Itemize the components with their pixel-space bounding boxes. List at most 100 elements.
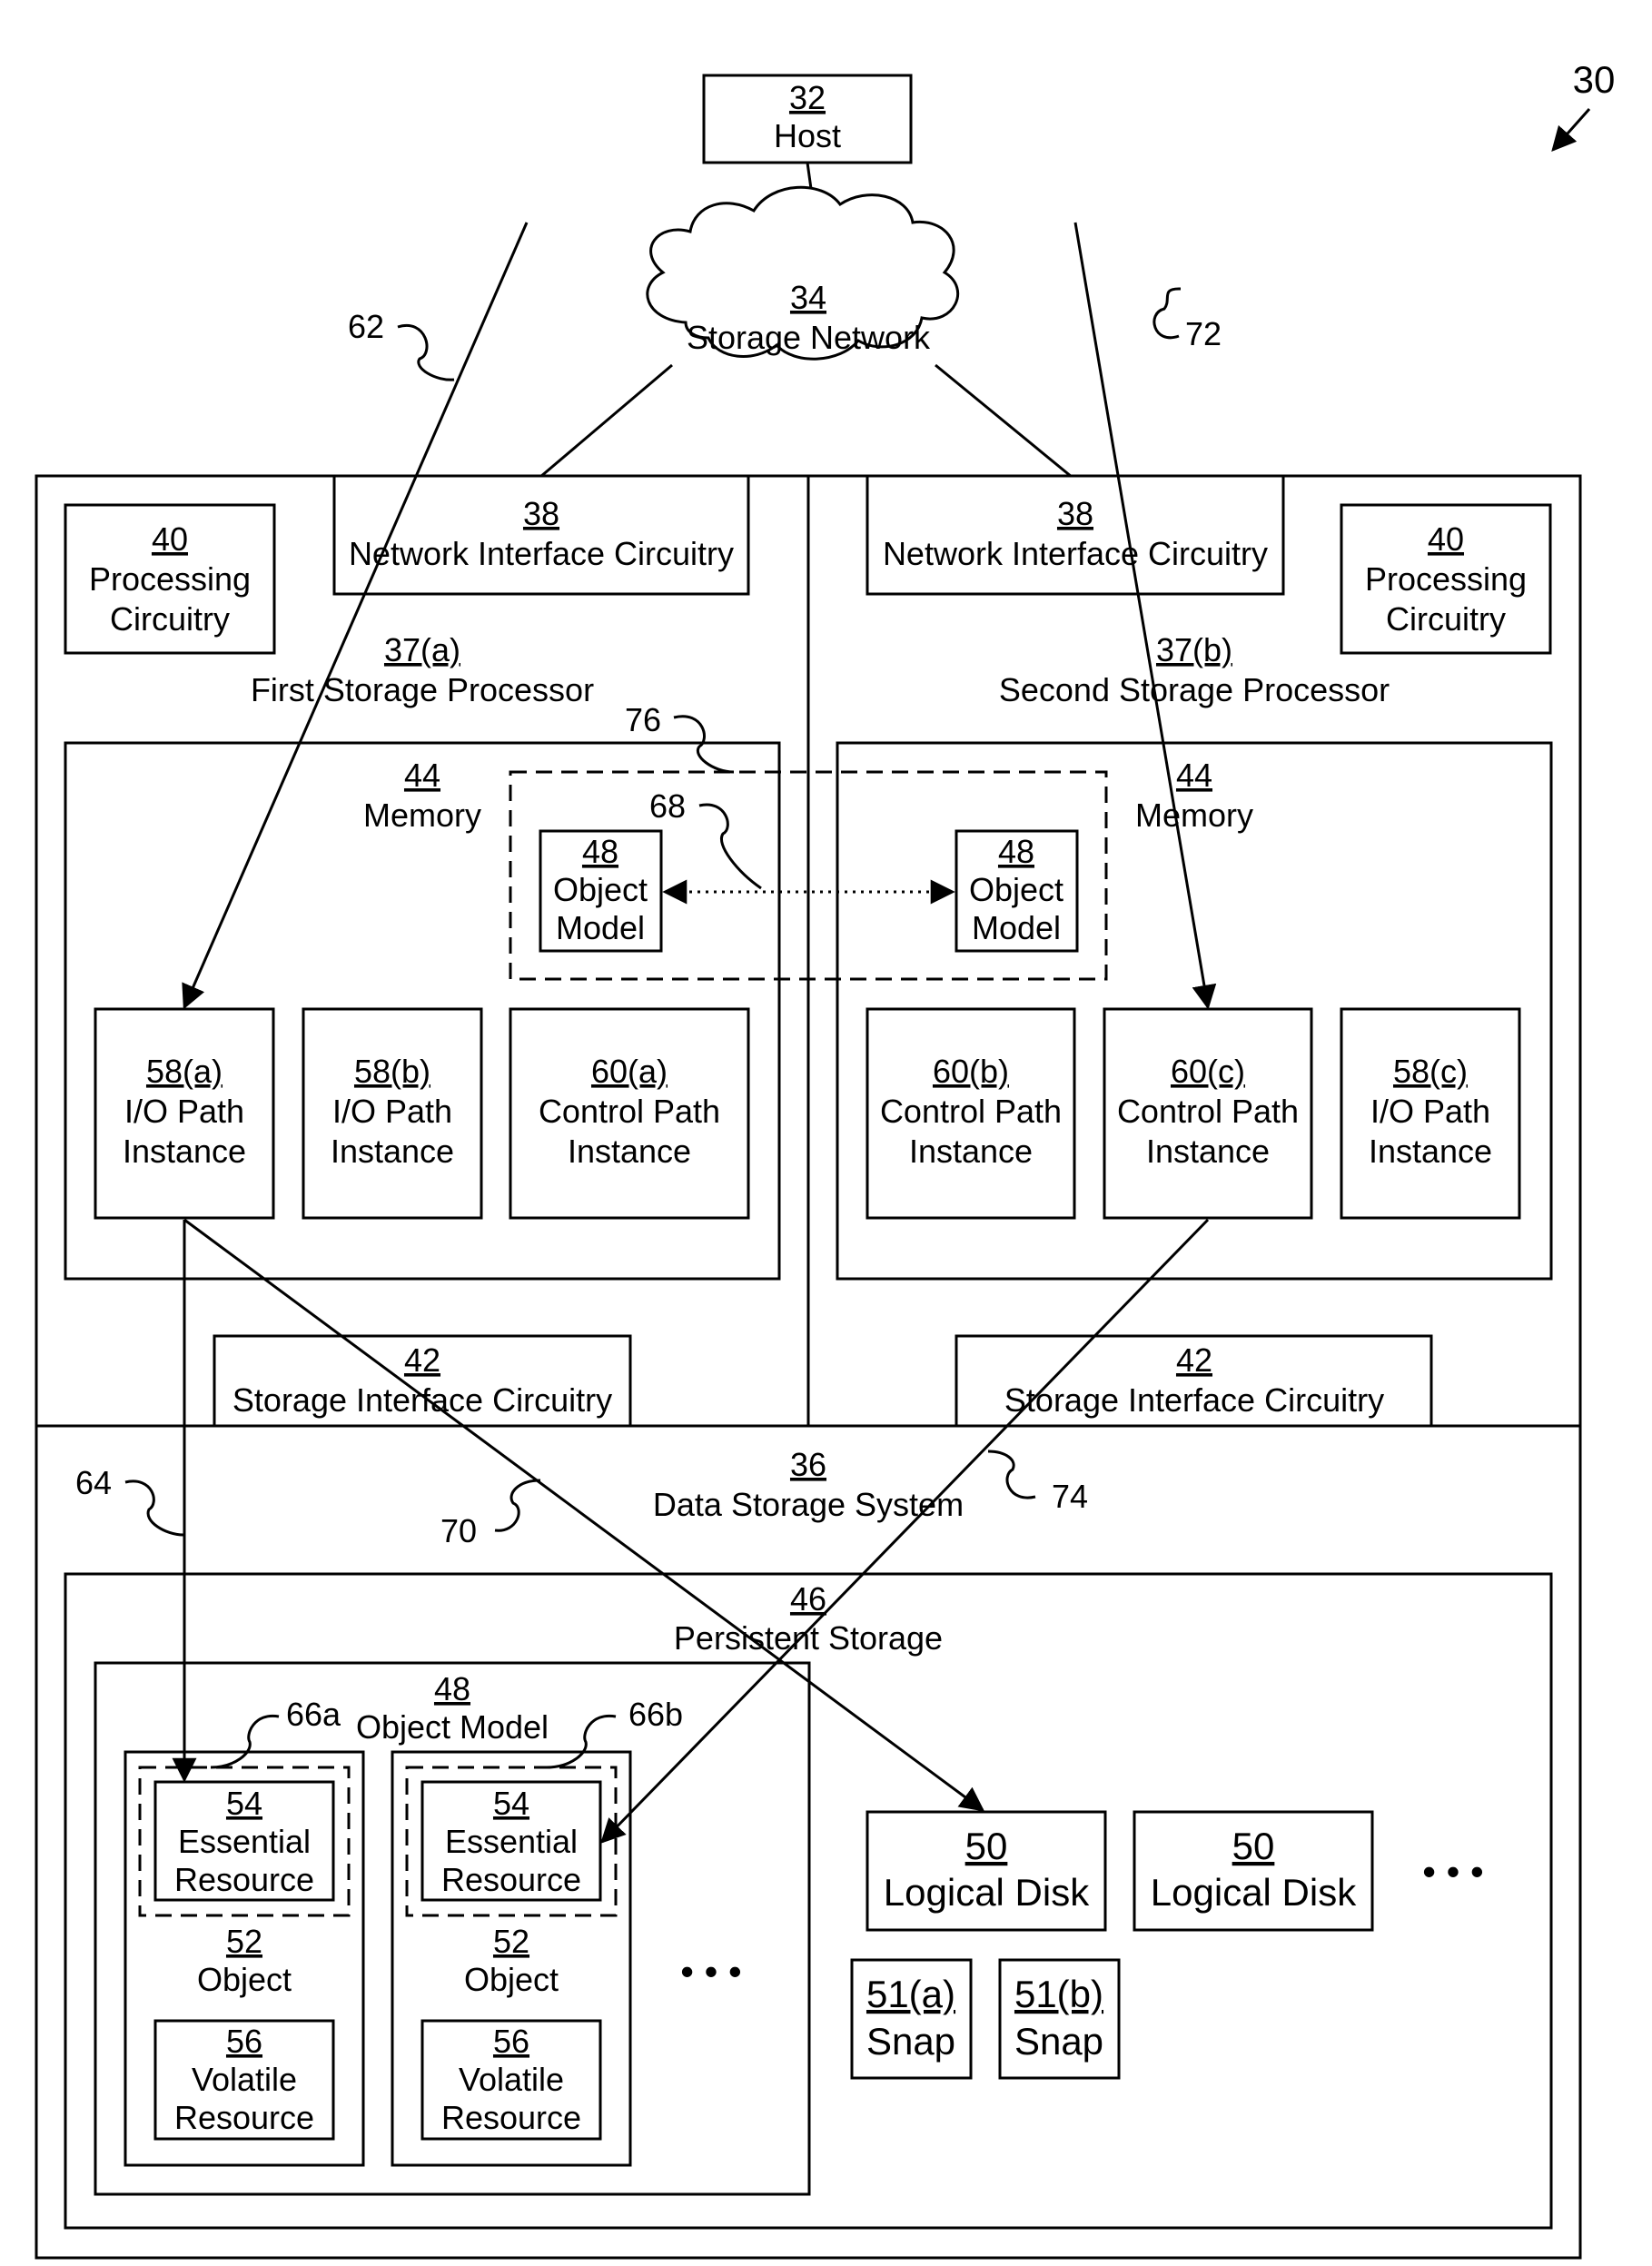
ref-74-leader [988,1451,1035,1498]
instance-60b-line2: Instance [909,1133,1033,1170]
storage-network-label: Storage Network [687,319,931,356]
processing-right-number: 40 [1428,520,1464,558]
instance-58b-line2: Instance [331,1133,454,1170]
object-2-essential-line2: Resource [441,1861,581,1898]
network-link-right [935,365,1072,477]
persistent-number: 46 [790,1580,826,1618]
figure-ref-arrow [1553,109,1589,150]
storage-if-right-label: Storage Interface Circuitry [1004,1381,1384,1419]
ref-74-label: 74 [1052,1478,1088,1515]
sp1-number: 37(a) [384,631,460,668]
storage-network-number: 34 [790,279,826,316]
instance-58a-line1: I/O Path [124,1093,244,1130]
instance-58c-number: 58(c) [1393,1053,1468,1090]
object-2-label: Object [464,1961,559,1998]
snap-b-number: 51(b) [1014,1973,1103,2015]
memory-left-number: 44 [404,757,440,794]
logical-disks-ellipsis: • • • [1422,1850,1483,1893]
persistent-label: Persistent Storage [674,1619,943,1657]
storage-if-left-label: Storage Interface Circuitry [232,1381,612,1419]
instance-60a-line1: Control Path [539,1093,720,1130]
sp2-number: 37(b) [1156,631,1232,668]
ref-66a-label: 66a [286,1696,341,1733]
instance-60c-number: 60(c) [1171,1053,1245,1090]
host-label: Host [774,117,841,154]
logical-disk-2-label: Logical Disk [1151,1871,1357,1914]
object-1-essential-line2: Resource [174,1861,314,1898]
instance-60c-line1: Control Path [1117,1093,1299,1130]
ref-64-label: 64 [75,1464,112,1501]
instance-58b-line1: I/O Path [332,1093,452,1130]
object-1-essential-number: 54 [226,1785,262,1822]
instance-60a-line2: Instance [568,1133,691,1170]
object-model-right-line2: Model [972,909,1061,946]
ref-68-label: 68 [649,787,686,825]
instance-60c-line2: Instance [1146,1133,1270,1170]
snap-b-label: Snap [1014,2020,1103,2063]
instance-60b-number: 60(b) [933,1053,1009,1090]
processing-left-line1: Processing [89,560,251,598]
instance-60b-line1: Control Path [880,1093,1062,1130]
ref-62-leader [398,325,454,380]
ref-62-label: 62 [348,308,384,345]
logical-disk-1-number: 50 [965,1825,1008,1867]
storage-if-right-number: 42 [1176,1341,1212,1379]
network-link-left [540,365,672,477]
nic-right-label: Network Interface Circuitry [883,535,1268,572]
processing-left-number: 40 [152,520,188,558]
object-model-left-line1: Object [553,871,648,908]
object-1-volatile-number: 56 [226,2023,262,2060]
snap-a-label: Snap [866,2020,955,2063]
dss-number: 36 [790,1446,826,1483]
instance-58b-number: 58(b) [354,1053,430,1090]
object-1-number: 52 [226,1923,262,1960]
processing-right-line2: Circuitry [1386,600,1506,638]
object-2-volatile-line1: Volatile [459,2061,564,2098]
nic-right-number: 38 [1057,495,1093,532]
storage-if-left-number: 42 [404,1341,440,1379]
instance-58c-line2: Instance [1369,1133,1492,1170]
object-model-right-number: 48 [998,833,1034,870]
object-model-left-number: 48 [582,833,618,870]
figure-ref-label: 30 [1573,58,1616,101]
logical-disk-1-label: Logical Disk [884,1871,1090,1914]
memory-left-label: Memory [363,797,481,834]
ref-72-label: 72 [1185,315,1222,352]
object-2-essential-number: 54 [493,1785,529,1822]
nic-left-label: Network Interface Circuitry [349,535,734,572]
processing-right-line1: Processing [1365,560,1527,598]
object-2-volatile-number: 56 [493,2023,529,2060]
instance-60a-number: 60(a) [591,1053,668,1090]
instance-58c-line1: I/O Path [1370,1093,1490,1130]
object-model-left-line2: Model [556,909,645,946]
object-2-essential-line1: Essential [445,1823,578,1860]
ref-76-label: 76 [625,701,661,738]
instance-58a-line2: Instance [123,1133,246,1170]
object-1-volatile-line2: Resource [174,2099,314,2136]
object-model-persistent-number: 48 [434,1670,470,1707]
sp1-label: First Storage Processor [251,671,594,708]
instance-58a-number: 58(a) [146,1053,223,1090]
object-1-label: Object [197,1961,292,1998]
object-2-volatile-line2: Resource [441,2099,581,2136]
snap-a-number: 51(a) [866,1973,955,2015]
object-model-persistent-label: Object Model [356,1708,549,1746]
ref-66b-label: 66b [628,1696,683,1733]
object-model-right-line1: Object [969,871,1063,908]
nic-left-number: 38 [523,495,559,532]
processing-left-line2: Circuitry [110,600,230,638]
objects-ellipsis: • • • [680,1950,741,1993]
ref-64-leader [125,1481,183,1535]
host-number: 32 [789,79,826,116]
object-1-essential-line1: Essential [178,1823,311,1860]
object-1-volatile-line1: Volatile [192,2061,297,2098]
memory-right-label: Memory [1135,797,1253,834]
object-2-number: 52 [493,1923,529,1960]
memory-right-number: 44 [1176,757,1212,794]
sp2-label: Second Storage Processor [999,671,1390,708]
ref-72-leader [1154,289,1181,338]
ref-70-label: 70 [440,1512,477,1549]
logical-disk-2-number: 50 [1232,1825,1275,1867]
ref-70-leader [495,1480,540,1530]
